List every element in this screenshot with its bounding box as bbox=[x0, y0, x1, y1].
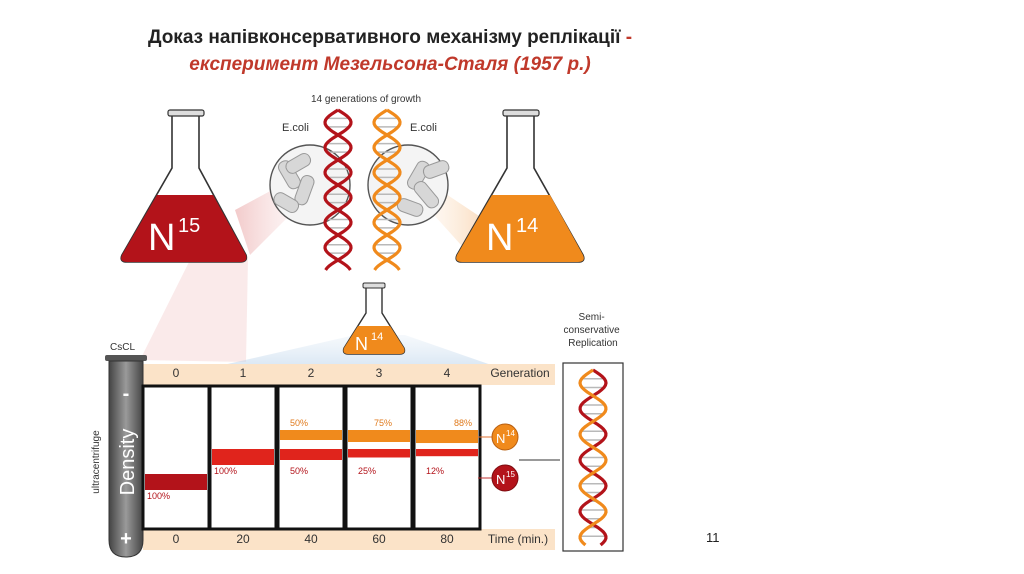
slide-title: Доказ напівконсервативного механізму реп… bbox=[0, 24, 780, 78]
hybrid-band bbox=[348, 449, 410, 458]
gradient-column: 0 0 100% bbox=[141, 366, 211, 546]
legend-n15-label: N bbox=[496, 472, 505, 487]
hybrid-band bbox=[280, 449, 342, 460]
time-tick: 60 bbox=[372, 532, 386, 546]
semi-conservative-label: Semi- conservative Replication bbox=[564, 312, 623, 349]
flask-small-label: N bbox=[355, 334, 368, 354]
time-tick: 80 bbox=[440, 532, 454, 546]
flask-small-superscript: 14 bbox=[371, 331, 383, 343]
gradient-column: 2 40 50% 50% bbox=[276, 366, 346, 546]
semi-label-line-3: Replication bbox=[568, 338, 617, 349]
time-tick: 20 bbox=[236, 532, 250, 546]
n15-percent-label: 50% bbox=[290, 466, 308, 476]
n14-band bbox=[280, 430, 342, 440]
flask-n15: N 15 bbox=[120, 109, 248, 263]
n15-percent-label: 12% bbox=[426, 466, 444, 476]
n14-band bbox=[416, 430, 478, 444]
ecoli-right-label: E.coli bbox=[410, 122, 437, 134]
legend-n14-superscript: 14 bbox=[506, 429, 515, 438]
dna-n14-strand-a bbox=[372, 108, 402, 271]
semi-conservative-panel: Semi- conservative Replication bbox=[562, 312, 624, 552]
cscl-label: CsCL bbox=[110, 342, 135, 353]
cscl-tube: CsCL - + Density ultracentrifuge bbox=[91, 342, 147, 558]
generation-band bbox=[143, 364, 555, 385]
ecoli-right: E.coli bbox=[367, 122, 450, 226]
column-frame bbox=[412, 384, 482, 531]
gradient-column: 3 60 25% 75% bbox=[344, 366, 414, 546]
title-line-1: Доказ напівконсервативного механізму реп… bbox=[147, 27, 621, 48]
dna-n14-strand-b bbox=[372, 108, 402, 271]
dna-helix-n14 bbox=[372, 108, 402, 271]
flask-n15-liquid bbox=[121, 195, 247, 262]
flask-n15-label: N bbox=[148, 217, 175, 259]
n14-percent-label: 50% bbox=[290, 418, 308, 428]
flask-n14-liquid bbox=[456, 195, 584, 262]
n14-band bbox=[348, 430, 410, 442]
centrifuge-columns: 0 0 100% 1 20 100% 2 40 50% 50% 3 60 25% 75% 4 80 12% 88% bbox=[141, 366, 482, 546]
n15-percent-label: 100% bbox=[147, 491, 170, 501]
dna-n15-strand-a bbox=[323, 108, 353, 271]
time-label: Time (min.) bbox=[488, 532, 548, 546]
time-tick: 40 bbox=[304, 532, 318, 546]
dna-semi-strand-b bbox=[578, 368, 608, 547]
flask-n14-superscript: 14 bbox=[516, 215, 538, 237]
density-label: Density bbox=[117, 429, 139, 496]
flask-n14: N 14 bbox=[455, 109, 585, 263]
time-band bbox=[143, 529, 555, 550]
n15-band bbox=[145, 474, 207, 490]
generation-tick: 1 bbox=[240, 366, 247, 380]
dna-n15-strand-b bbox=[323, 108, 353, 271]
gradient-column: 4 80 12% 88% bbox=[412, 366, 482, 546]
dna-helix-n15 bbox=[323, 108, 353, 271]
gradient-column: 1 20 100% bbox=[208, 366, 278, 546]
flask-small-n14: N 14 bbox=[342, 282, 406, 355]
generation-tick: 0 bbox=[173, 366, 180, 380]
growth-label: 14 generations of growth bbox=[311, 94, 421, 105]
generation-label: Generation bbox=[490, 366, 549, 380]
legend-n15-superscript: 15 bbox=[506, 470, 515, 479]
density-minus-sign: - bbox=[123, 383, 130, 405]
n15-percent-label: 25% bbox=[358, 466, 376, 476]
ecoli-left-label: E.coli bbox=[282, 122, 309, 134]
n15-percent-label: 100% bbox=[214, 466, 237, 476]
dna-helix-semi-conservative bbox=[578, 368, 608, 547]
legend-n14-label: N bbox=[496, 431, 505, 446]
time-tick: 0 bbox=[173, 532, 180, 546]
title-dash: - bbox=[620, 27, 633, 48]
hybrid-band bbox=[416, 449, 478, 457]
n14-percent-label: 75% bbox=[374, 418, 392, 428]
generation-tick: 3 bbox=[376, 366, 383, 380]
title-line-2: експеримент Мезельсона-Сталя (1957 р.) bbox=[189, 54, 591, 75]
dna-semi-strand-a bbox=[578, 368, 608, 547]
n14-percent-label: 88% bbox=[454, 418, 472, 428]
column-frame bbox=[141, 384, 211, 531]
flask-n15-superscript: 15 bbox=[178, 215, 200, 237]
light-beam-flask-tube bbox=[140, 258, 248, 362]
hybrid-band bbox=[212, 449, 274, 465]
page-number: 11 bbox=[706, 530, 720, 545]
generation-tick: 4 bbox=[444, 366, 451, 380]
generation-tick: 2 bbox=[308, 366, 315, 380]
tube-axis-label: ultracentrifuge bbox=[91, 430, 102, 494]
semi-label-line-2: conservative bbox=[564, 325, 621, 336]
flask-n14-label: N bbox=[486, 217, 513, 259]
semi-label-line-1: Semi- bbox=[579, 312, 605, 323]
legend-n14: N 14 bbox=[491, 423, 519, 451]
legend-n15: N 15 bbox=[491, 464, 519, 492]
density-plus-sign: + bbox=[120, 528, 132, 550]
